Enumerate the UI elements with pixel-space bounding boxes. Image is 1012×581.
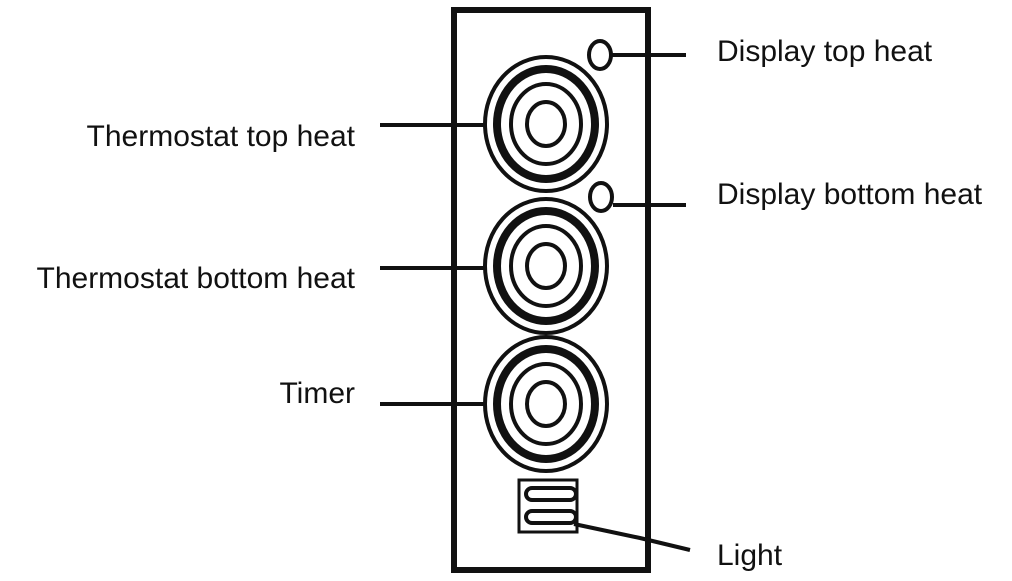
thermostat-bottom-heat-knob-icon (483, 197, 609, 335)
light-switch-icon (517, 478, 579, 534)
timer-knob-icon (483, 335, 609, 473)
light-leader-line (573, 522, 691, 552)
timer-label: Timer (279, 377, 355, 410)
display-top-heat-indicator-icon (587, 39, 613, 71)
light-label: Light (717, 539, 783, 572)
display-bottom-heat-indicator-icon (588, 181, 614, 213)
thermostat-bottom-heat-label: Thermostat bottom heat (36, 262, 356, 295)
thermostat-top-heat-knob-icon (483, 55, 609, 193)
display-top-heat-label: Display top heat (717, 35, 933, 68)
control-panel-outline (451, 7, 651, 573)
thermostat-top-heat-label: Thermostat top heat (86, 120, 355, 153)
display-bottom-heat-label: Display bottom heat (717, 178, 983, 211)
